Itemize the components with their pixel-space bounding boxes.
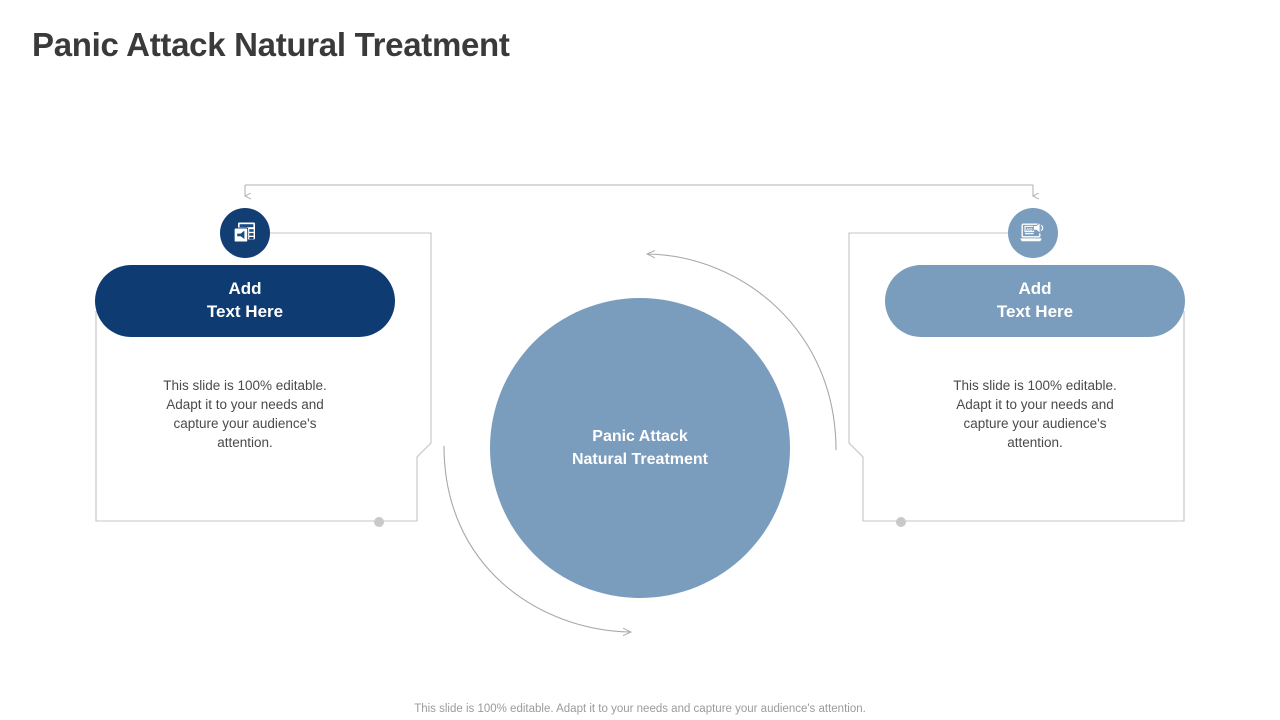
pill-heading-line2-left: Text Here bbox=[206, 302, 284, 321]
svg-text:AD: AD bbox=[1026, 227, 1033, 232]
branch-body-text-left: This slide is 100% editable. Adapt it to… bbox=[163, 378, 327, 450]
branch-icon-badge-left[interactable] bbox=[220, 208, 270, 258]
branch-heading-pill-right[interactable]: Add Text Here bbox=[885, 265, 1185, 337]
left-bracket-endpoint-dot bbox=[374, 517, 384, 527]
center-concept-circle[interactable]: Panic Attack Natural Treatment bbox=[490, 298, 790, 598]
center-circle-line2: Natural Treatment bbox=[571, 451, 709, 468]
pill-heading-line1-left: Add bbox=[228, 279, 262, 299]
top-distribution-connector bbox=[245, 184, 1033, 196]
right-bracket-endpoint-dot bbox=[896, 517, 906, 527]
branch-body-text-right: This slide is 100% editable. Adapt it to… bbox=[953, 378, 1117, 450]
ad-webpage-megaphone-icon bbox=[232, 220, 258, 246]
branch-icon-badge-right[interactable]: AD bbox=[1008, 208, 1058, 258]
center-circle-line1: Panic Attack bbox=[592, 427, 688, 445]
page-title: Panic Attack Natural Treatment bbox=[32, 26, 510, 63]
branch-heading-pill-left[interactable]: Add Text Here bbox=[95, 265, 395, 337]
footer-note: This slide is 100% editable. Adapt it to… bbox=[414, 703, 866, 715]
ad-laptop-megaphone-icon: AD bbox=[1019, 220, 1047, 246]
pill-heading-line1-right: Add bbox=[1018, 279, 1052, 299]
pill-heading-line2-right: Text Here bbox=[996, 302, 1074, 321]
